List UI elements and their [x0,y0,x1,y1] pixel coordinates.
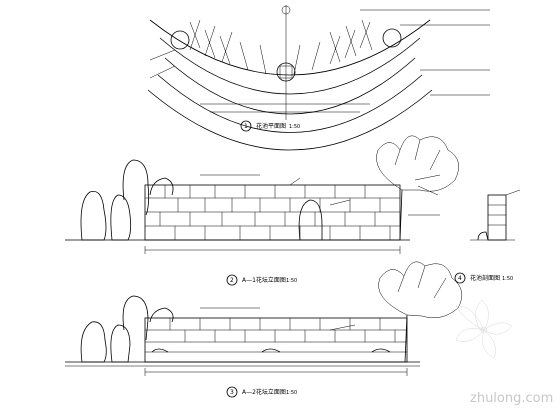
elevation-b: 3 A—2花坛立面图 1:50 [65,261,463,398]
plan-label: 花池平面图 [256,122,286,130]
plan-scale: 1:50 [289,124,300,130]
section-scale: 1:50 [502,276,513,282]
elevation-a: 2 A—1花坛立面图 1:50 [65,135,459,286]
elevation-a-number: 2 [230,277,234,284]
watermark-text: zhulong.com [470,391,553,406]
elevation-a-label: A—1花坛立面图 [242,276,286,284]
elevation-b-label: A—2花坛立面图 [242,388,286,396]
watermark: zhulong.com [455,299,553,406]
plan-view: 1 花池平面图 1:50 [147,5,490,151]
plan-number: 1 [244,123,248,130]
section-label: 花池剖面图 [470,274,500,282]
section-number: 4 [458,275,462,282]
elevation-b-number: 3 [230,389,234,396]
elevation-a-scale: 1:50 [286,278,297,284]
section-view: 4 花池剖面图 1:50 [454,189,521,284]
elevation-b-scale: 1:50 [286,390,297,396]
